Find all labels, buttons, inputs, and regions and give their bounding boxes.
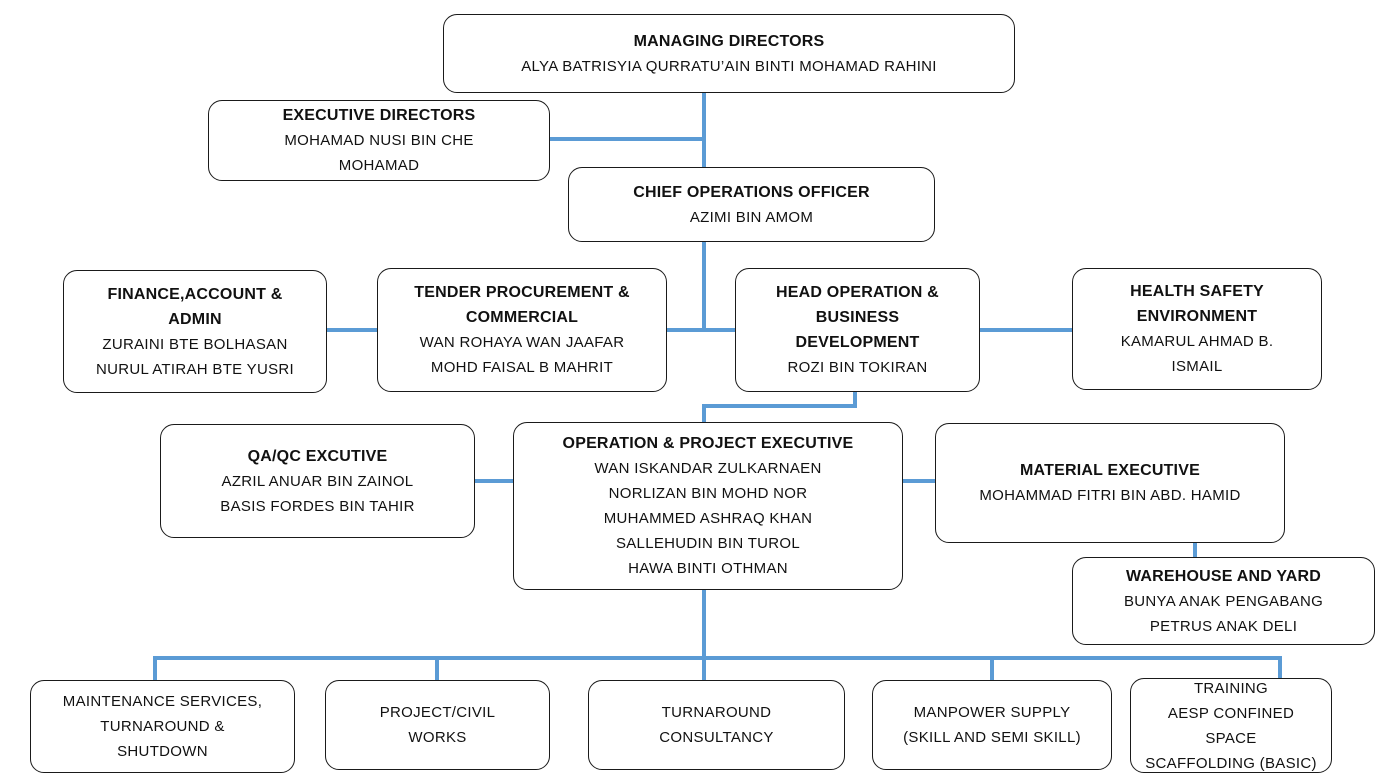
org-node-executive-directors: EXECUTIVE DIRECTORS MOHAMAD NUSI BIN CHE… [208,100,550,181]
org-node-health-safety-environment: HEALTH SAFETY ENVIRONMENT KAMARUL AHMAD … [1072,268,1322,390]
org-node-operation-project-executive: OPERATION & PROJECT EXECUTIVE WAN ISKAND… [513,422,903,590]
node-title: WAREHOUSE AND YARD [1125,567,1322,585]
node-person: MOHD FAISAL B MAHRIT [430,359,614,376]
node-title: CHIEF OPERATIONS OFFICER [633,183,870,201]
connector-drop-project-civil [435,656,439,681]
node-title: MATERIAL EXECUTIVE [1020,462,1200,479]
connector-headop-to-opexec-horizontal [702,404,857,408]
connector-opexec-to-bottom [702,589,706,681]
org-node-head-operation-business-development: HEAD OPERATION & BUSINESS DEVELOPMENT RO… [735,268,980,392]
org-node-maintenance-services: MAINTENANCE SERVICES, TURNAROUND & SHUTD… [30,680,295,773]
node-label-line: SHUTDOWN [117,743,208,760]
node-person: ALYA BATRISYIA QURRATU’AIN BINTI MOHAMAD… [521,57,937,75]
node-person: WAN ISKANDAR ZULKARNAEN [594,460,822,477]
node-label-line: AESP CONFINED SPACE [1167,704,1295,747]
connector-row3-headop-hse [978,328,1074,332]
node-label-line: (SKILL AND SEMI SKILL) [903,729,1081,746]
connector-opexec-top [702,404,706,423]
node-person: AZIMI BIN AMOM [689,208,814,226]
node-title: FINANCE,ACCOUNT & ADMIN [107,285,283,328]
org-node-tender-procurement-commercial: TENDER PROCUREMENT & COMMERCIAL WAN ROHA… [377,268,667,392]
org-node-project-civil-works: PROJECT/CIVIL WORKS [325,680,550,770]
node-person: ISMAIL [1171,358,1223,375]
connector-drop-manpower [990,656,994,681]
node-label-line: CONSULTANCY [659,729,774,746]
node-person: MUHAMMED ASHRAQ KHAN [603,510,813,527]
org-node-material-executive: MATERIAL EXECUTIVE MOHAMMAD FITRI BIN AB… [935,423,1285,543]
node-title: QA/QC EXCUTIVE [247,447,388,465]
org-node-manpower-supply: MANPOWER SUPPLY (SKILL AND SEMI SKILL) [872,680,1112,770]
connector-bottom-rail [153,656,1282,660]
org-node-chief-operations-officer: CHIEF OPERATIONS OFFICER AZIMI BIN AMOM [568,167,935,242]
node-person: KAMARUL AHMAD B. [1120,333,1274,350]
node-label-line: MANPOWER SUPPLY [913,704,1071,721]
node-person: SALLEHUDIN BIN TUROL [615,535,801,552]
node-title: MANAGING DIRECTORS [633,32,825,50]
node-person: MOHAMAD [338,157,420,174]
connector-material-to-warehouse [1193,543,1197,557]
node-label-line: WORKS [408,729,467,746]
node-person: AZRIL ANUAR BIN ZAINOL [221,472,414,490]
org-node-qa-qc-executive: QA/QC EXCUTIVE AZRIL ANUAR BIN ZAINOL BA… [160,424,475,538]
node-title: EXECUTIVE DIRECTORS [282,107,476,124]
connector-opexec-to-material [902,479,936,483]
connector-managing-to-coo [702,93,706,169]
node-person: PETRUS ANAK DELI [1149,617,1298,635]
node-person: BUNYA ANAK PENGABANG [1123,592,1324,610]
node-person: WAN ROHAYA WAN JAAFAR [419,334,625,351]
node-title: HEAD OPERATION & BUSINESS DEVELOPMENT [776,284,939,351]
node-title: HEALTH SAFETY ENVIRONMENT [1130,283,1264,325]
org-node-finance-account-admin: FINANCE,ACCOUNT & ADMIN ZURAINI BTE BOLH… [63,270,327,393]
node-person: MOHAMAD NUSI BIN CHE [284,132,474,149]
connector-executive-branch [549,137,706,141]
node-person: MOHAMMAD FITRI BIN ABD. HAMID [979,487,1241,504]
node-label-line: TRAINING [1193,679,1269,697]
connector-row3-tender-headop [665,328,737,332]
node-person: NORLIZAN BIN MOHD NOR [608,485,808,502]
org-node-warehouse-and-yard: WAREHOUSE AND YARD BUNYA ANAK PENGABANG … [1072,557,1375,645]
connector-drop-training [1278,656,1282,679]
connector-coo-to-row3 [702,241,706,332]
node-label-line: TURNAROUND & [100,718,225,735]
connector-drop-maintenance [153,656,157,681]
node-title: TENDER PROCUREMENT & COMMERCIAL [414,284,630,326]
node-label-line: MAINTENANCE SERVICES, [62,693,263,710]
node-title: OPERATION & PROJECT EXECUTIVE [562,435,854,452]
node-label-line: PROJECT/CIVIL [379,704,496,721]
node-person: ROZI BIN TOKIRAN [787,359,928,376]
node-label-line: TURNAROUND [661,704,772,721]
connector-row3-finance-tender [325,328,379,332]
node-person: HAWA BINTI OTHMAN [628,560,788,577]
node-label-line: SCAFFOLDING (BASIC) [1145,754,1317,772]
node-person: ZURAINI BTE BOLHASAN [102,335,288,353]
org-node-managing-directors: MANAGING DIRECTORS ALYA BATRISYIA QURRAT… [443,14,1015,93]
org-node-training: TRAINING AESP CONFINED SPACE SCAFFOLDING… [1130,678,1332,773]
connector-headop-drop [853,391,857,408]
org-node-turnaround-consultancy: TURNAROUND CONSULTANCY [588,680,845,770]
node-person: BASIS FORDES BIN TAHIR [220,497,415,515]
node-person: NURUL ATIRAH BTE YUSRI [95,360,295,378]
connector-qaqc-to-opexec [474,479,514,483]
